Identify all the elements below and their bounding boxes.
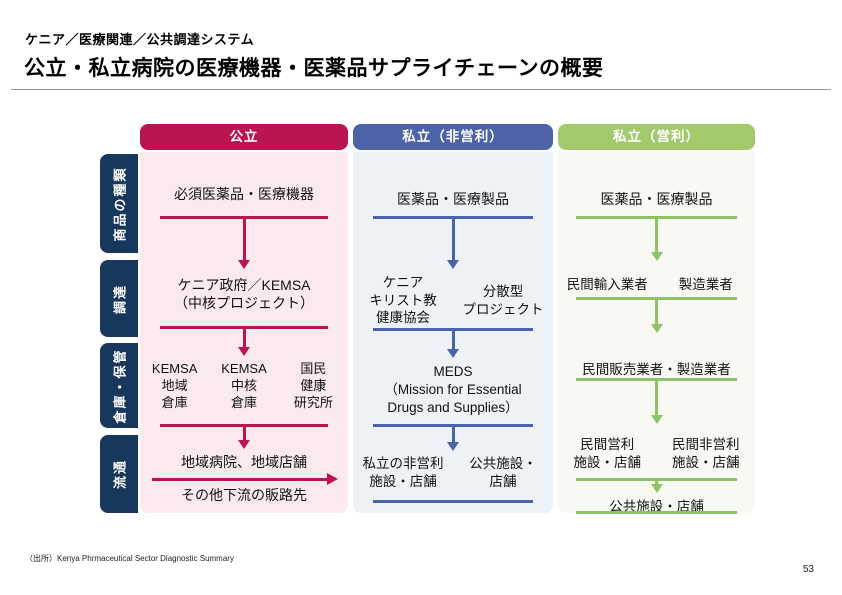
distribution-row: 私立の非営利 施設・店舗 公共施設・ 店舗 (353, 455, 553, 490)
node-private-nonprofit-outlets: 私立の非営利 施設・店舗 (362, 456, 444, 489)
down-arrow-icon (447, 442, 459, 451)
row-label-text: 調達 (112, 283, 128, 314)
node-manufacturers: 製造業者 (678, 277, 733, 292)
node-national-health-lab: 国民 健康 研究所 (293, 361, 333, 410)
column-header-nonprofit: 私立（非営利） (353, 124, 553, 150)
node-public-facility-outlets: 公共施設・店舗 (609, 499, 704, 514)
flow-arrow-stem (451, 424, 455, 442)
down-arrow-icon (650, 484, 663, 493)
down-arrow-icon (650, 324, 663, 333)
node-medical-products: 医薬品・医療製品 (397, 191, 509, 207)
flow-arrow-stem (655, 378, 658, 415)
node-kemsa-central-depot: KEMSA 中核 倉庫 (221, 361, 267, 410)
row-label-procurement: 調達 (100, 260, 138, 337)
node-government-kemsa: ケニア政府／KEMSA （中核プロジェクト） (140, 276, 348, 312)
flow-arrow-stem (655, 297, 658, 324)
node-regional-hospitals: 地域病院、地域店舗 (181, 454, 307, 470)
warehouse-row: KEMSA 地域 倉庫 KEMSA 中核 倉庫 国民 健康 研究所 (140, 360, 348, 411)
flow-arrow-stem (242, 326, 246, 347)
flow-line (373, 500, 533, 503)
breadcrumb: ケニア／医療関連／公共調達システム (25, 32, 255, 47)
column-body-forprofit: 医薬品・医療製品 民間輸入業者 製造業者 民間販売業者・製造業者 民間営利 施設… (558, 152, 755, 514)
node-private-forprofit-outlets: 民間営利 施設・店舗 (573, 437, 642, 470)
column-body-nonprofit: 医薬品・医療製品 ケニア キリスト教 健康協会 分散型 プロジェクト MEDS … (353, 152, 553, 513)
page-title: 公立・私立病院の医療機器・医薬品サプライチェーンの概要 (24, 57, 604, 80)
distribution-row: 民間営利 施設・店舗 民間非営利 施設・店舗 (558, 436, 755, 471)
flow-arrow-stem (451, 328, 455, 349)
node-downstream-outlets: その他下流の販路先 (181, 487, 307, 503)
node-line: ケニア政府／KEMSA (177, 277, 311, 293)
down-arrow-icon (650, 415, 663, 424)
node-private-importers: 民間輸入業者 (566, 277, 648, 292)
column-body-public: 必須医薬品・医療機器 ケニア政府／KEMSA （中核プロジェクト） KEMSA … (140, 152, 348, 513)
row-label-product-type: 商品の種類 (100, 154, 138, 253)
flow-arrow-stem (242, 424, 246, 440)
flow-arrow-stem (242, 216, 246, 260)
node-essential-products: 必須医薬品・医療機器 (174, 186, 314, 202)
node-private-sellers-manufacturers: 民間販売業者・製造業者 (582, 362, 731, 377)
node-christian-health-assoc: ケニア キリスト教 健康協会 (369, 275, 437, 325)
source-note: （出所）Kenya Phrmaceutical Sector Diagnosti… (25, 554, 234, 563)
title-divider (11, 89, 831, 90)
row-label-text: 流通 (112, 458, 128, 490)
page-number: 53 (802, 564, 814, 575)
flow-arrow-stem (655, 216, 658, 252)
down-arrow-icon (447, 260, 459, 269)
row-label-text: 倉庫・保管 (112, 347, 128, 424)
down-arrow-icon (447, 349, 459, 358)
row-label-warehouse-storage: 倉庫・保管 (100, 343, 138, 428)
column-header-forprofit: 私立（営利） (558, 124, 755, 150)
right-arrow-icon (327, 473, 338, 485)
node-meds: MEDS （Mission for Essential Drugs and Su… (384, 364, 522, 415)
flow-arrow-stem (655, 478, 658, 484)
node-kemsa-regional-depot: KEMSA 地域 倉庫 (151, 361, 198, 410)
procurement-row: ケニア キリスト教 健康協会 分散型 プロジェクト (353, 274, 553, 327)
down-arrow-icon (238, 347, 250, 356)
flow-line (576, 511, 737, 514)
node-private-nonprofit-outlets: 民間非営利 施設・店舗 (672, 437, 740, 470)
column-header-public: 公立 (140, 124, 348, 150)
down-arrow-icon (238, 440, 250, 449)
down-arrow-icon (650, 252, 663, 261)
node-decentralized-project: 分散型 プロジェクト (462, 284, 544, 317)
row-label-distribution: 流通 (100, 435, 138, 513)
node-public-facility-outlets: 公共施設・ 店舗 (469, 456, 537, 489)
node-line: （中核プロジェクト） (174, 295, 314, 311)
flow-line (152, 478, 328, 481)
procurement-row: 民間輸入業者 製造業者 (558, 273, 755, 293)
node-medical-products: 医薬品・医療製品 (600, 191, 713, 207)
flow-arrow-stem (451, 216, 455, 260)
down-arrow-icon (238, 260, 250, 269)
row-label-text: 商品の種類 (112, 165, 128, 242)
